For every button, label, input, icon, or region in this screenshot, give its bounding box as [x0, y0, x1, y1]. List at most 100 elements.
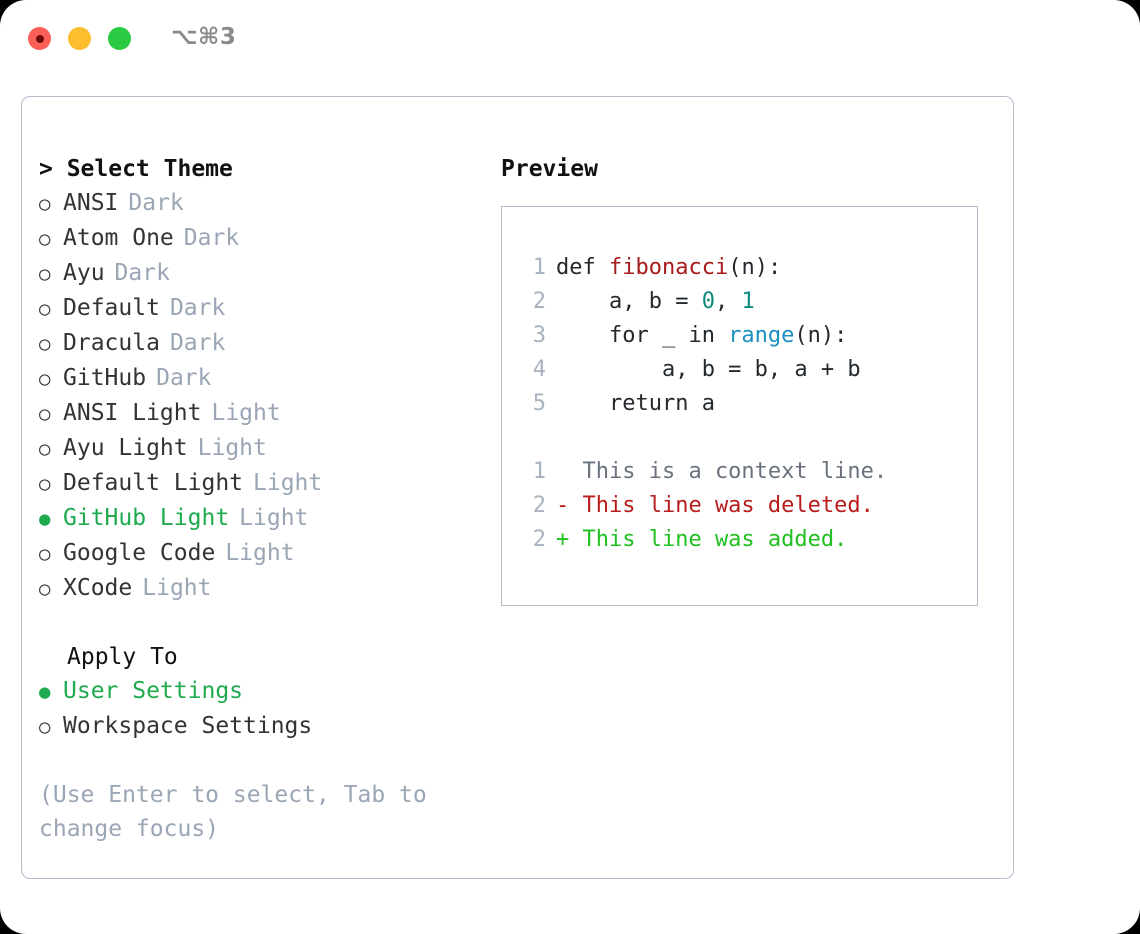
radio-unselected-icon[interactable]: ○: [39, 473, 51, 495]
line-number: 1: [532, 459, 546, 484]
theme-name: Dracula: [63, 330, 160, 356]
theme-name: Default: [63, 295, 160, 321]
theme-name: Default Light: [63, 470, 244, 496]
zoom-button[interactable]: [108, 27, 131, 50]
theme-name: XCode: [63, 575, 133, 601]
apply-to-option[interactable]: ○ Workspace Settings: [39, 709, 479, 744]
theme-variant-tag: Light: [211, 400, 281, 426]
code-diff-gap: [516, 421, 977, 455]
line-number: 4: [532, 357, 546, 382]
code-text: def fibonacci(n):: [546, 251, 781, 285]
code-token: a, b = b, a + b: [556, 357, 861, 382]
radio-unselected-icon[interactable]: ○: [39, 438, 51, 460]
diff-text: This is a context line.: [556, 459, 888, 484]
radio-unselected-icon[interactable]: ○: [39, 228, 51, 250]
line-number: 5: [532, 391, 546, 416]
preview-title: Preview: [501, 156, 598, 182]
minimize-button[interactable]: [68, 27, 91, 50]
theme-list-item[interactable]: ○ Default Dark: [39, 291, 479, 326]
theme-list-item[interactable]: ○ XCode Light: [39, 571, 479, 606]
code-token: def: [556, 255, 609, 280]
theme-list-item[interactable]: ○ Google Code Light: [39, 536, 479, 571]
theme-list-item[interactable]: ○ Dracula Dark: [39, 326, 479, 361]
line-number: 2: [532, 493, 546, 518]
radio-unselected-icon[interactable]: ○: [39, 716, 51, 738]
diff-line: 1 This is a context line.: [516, 455, 977, 489]
apply-to-header: Apply To: [67, 644, 178, 670]
theme-variant-tag: Dark: [156, 365, 212, 391]
line-number: 1: [532, 255, 546, 280]
code-token: range: [728, 323, 795, 348]
radio-unselected-icon[interactable]: ○: [39, 403, 51, 425]
code-token: 1: [741, 289, 755, 314]
theme-name: GitHub: [63, 365, 147, 391]
theme-list-item[interactable]: ○ Default Light Light: [39, 466, 479, 501]
apply-to-list[interactable]: ●User Settings ○ Workspace Settings: [39, 674, 479, 744]
code-text: return a: [546, 387, 715, 421]
theme-list-item[interactable]: ○ ANSI Dark: [39, 186, 479, 221]
radio-unselected-icon[interactable]: ○: [39, 193, 51, 215]
theme-variant-tag: Light: [239, 505, 309, 531]
code-line: 4 a, b = b, a + b: [516, 353, 977, 387]
theme-list-item[interactable]: ○ GitHub Dark: [39, 361, 479, 396]
code-token: fibonacci: [608, 255, 729, 280]
theme-variant-tag: Light: [253, 470, 323, 496]
apply-to-option[interactable]: ●User Settings: [39, 674, 479, 709]
theme-name: ANSI: [63, 190, 119, 216]
diff-text: + This line was added.: [556, 527, 848, 552]
theme-list-item[interactable]: ○ Ayu Light Light: [39, 431, 479, 466]
code-token: for _ in: [556, 323, 729, 348]
radio-unselected-icon[interactable]: ○: [39, 263, 51, 285]
diff-line: 2 + This line was added.: [516, 523, 977, 557]
code-token: (n):: [794, 323, 848, 348]
code-text: for _ in range(n):: [546, 319, 847, 353]
diff-text: - This line was deleted.: [556, 493, 874, 518]
line-number: 2: [532, 289, 546, 314]
theme-variant-tag: Dark: [169, 295, 226, 321]
theme-name: Ayu Light: [63, 435, 188, 461]
radio-unselected-icon[interactable]: ○: [39, 368, 51, 390]
code-token: ,: [714, 289, 742, 314]
diff-line: 2 - This line was deleted.: [516, 489, 977, 523]
theme-list-item[interactable]: ○ ANSI Light Light: [39, 396, 479, 431]
radio-unselected-icon[interactable]: ○: [39, 578, 51, 600]
radio-selected-icon[interactable]: ●: [39, 681, 51, 703]
code-text: a, b = 0, 1: [546, 285, 755, 319]
theme-list-item[interactable]: ● GitHub Light Light: [39, 501, 479, 536]
diff-sample: 1 This is a context line. 2 - This line wa…: [516, 455, 977, 557]
radio-unselected-icon[interactable]: ○: [39, 543, 51, 565]
theme-variant-tag: Dark: [128, 190, 184, 216]
theme-variant-tag: Dark: [169, 330, 226, 356]
theme-name: ANSI Light: [63, 400, 202, 426]
code-line: 3 for _ in range(n):: [516, 319, 977, 353]
line-number: 2: [532, 527, 546, 552]
theme-name: Google Code: [63, 540, 216, 566]
apply-to-label: Workspace Settings: [63, 713, 313, 739]
title-bar: ⌥⌘3: [0, 0, 1140, 78]
theme-variant-tag: Light: [197, 435, 267, 461]
radio-selected-icon[interactable]: ●: [39, 508, 51, 530]
code-token: a, b =: [556, 289, 702, 314]
code-token: return a: [556, 391, 715, 416]
theme-name: GitHub Light: [63, 505, 230, 531]
keyboard-hint-text: (Use Enter to select, Tab to change focu…: [39, 782, 427, 842]
theme-variant-tag: Light: [225, 540, 295, 566]
theme-variant-tag: Dark: [114, 260, 170, 286]
code-line: 5 return a: [516, 387, 977, 421]
theme-variant-tag: Light: [142, 575, 212, 601]
close-button[interactable]: [28, 27, 51, 50]
keyboard-shortcut-label: ⌥⌘3: [171, 24, 237, 50]
radio-unselected-icon[interactable]: ○: [39, 298, 51, 320]
code-line: 2 a, b = 0, 1: [516, 285, 977, 319]
radio-unselected-icon[interactable]: ○: [39, 333, 51, 355]
theme-variant-tag: Dark: [183, 225, 240, 251]
